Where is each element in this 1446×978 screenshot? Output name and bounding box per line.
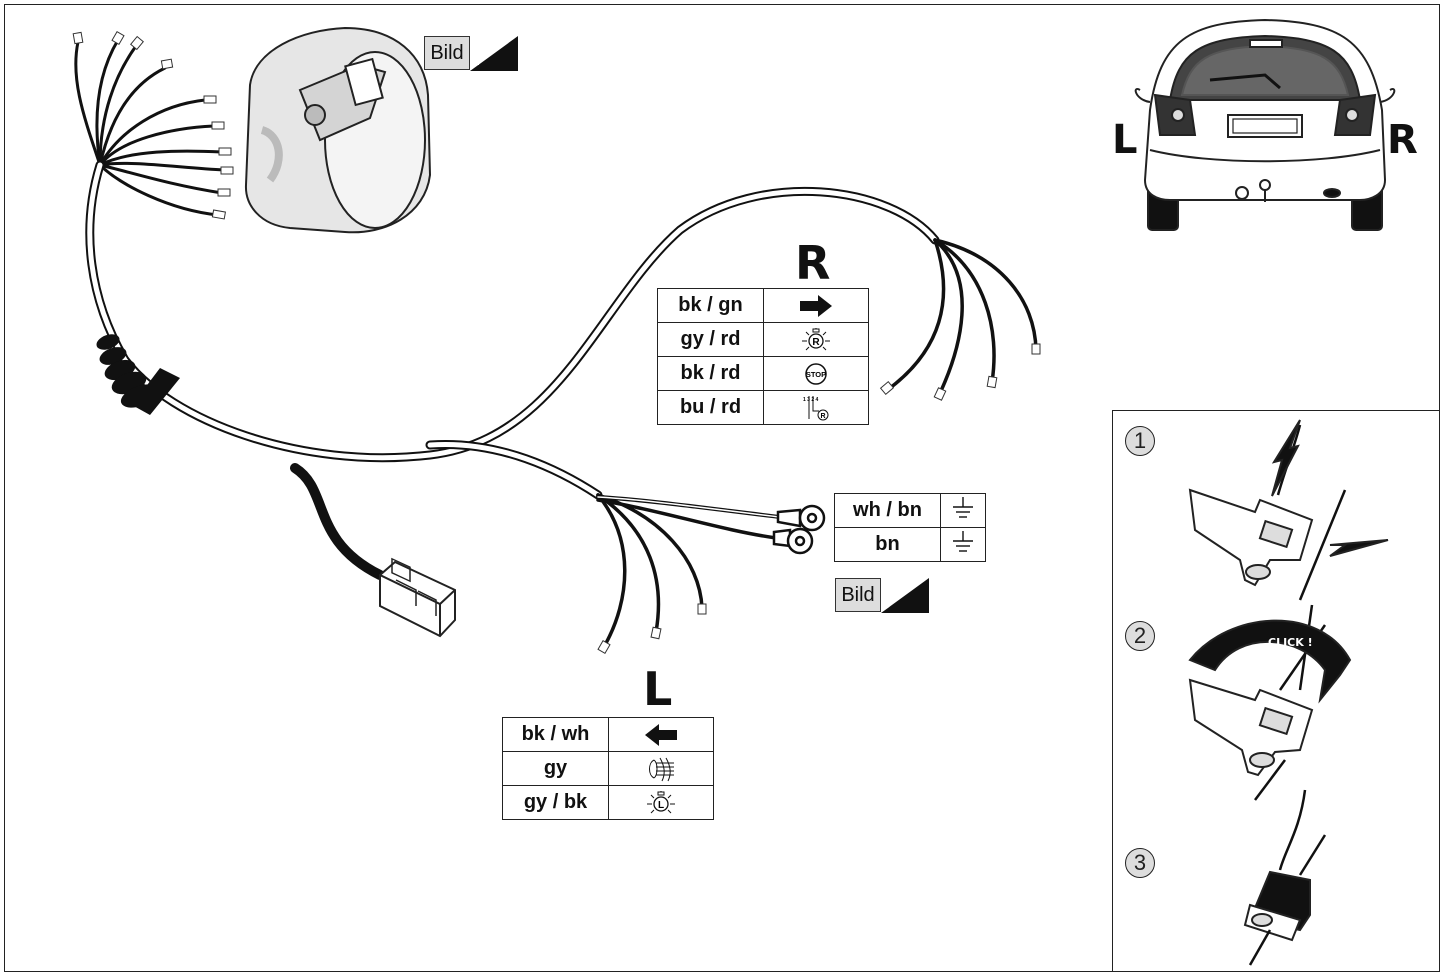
step-2-badge: 2: [1125, 621, 1155, 651]
right-turn-arrow-icon: [763, 288, 869, 323]
step-3-badge: 3: [1125, 848, 1155, 878]
car-right-label: R: [1387, 117, 1418, 163]
right-side-letter: R: [795, 236, 831, 290]
switch-digits: 1 3 2 4: [803, 397, 819, 403]
table-row: bk / wh: [502, 717, 714, 752]
table-row: bk / gn: [657, 288, 869, 323]
car-rear-illustration: [1134, 18, 1396, 231]
ring-terminals: [772, 504, 826, 555]
wire-color: bu / rd: [657, 390, 764, 425]
right-wires: [888, 238, 1038, 395]
wire-color: bk / gn: [657, 288, 764, 323]
wire-color: bk / rd: [657, 356, 764, 391]
left-turn-arrow-icon: [608, 717, 714, 752]
right-wire-table: bk / gn gy / rd R bk / rd STOP bu / rd R…: [657, 288, 869, 425]
step2-illustration: [1188, 604, 1352, 801]
car-left-label: L: [1112, 117, 1138, 163]
socket-wires: [74, 38, 226, 217]
left-wires: [596, 493, 782, 647]
reverse-switch-icon: R 1 3 2 4: [763, 390, 869, 425]
tail-light-icon: L: [608, 785, 714, 820]
tail-icon-letter: L: [658, 800, 664, 811]
table-row: gy / bk L: [502, 785, 714, 820]
wire-color: gy: [502, 751, 609, 786]
stop-icon-text: STOP: [806, 370, 826, 379]
wire-color: gy / bk: [502, 785, 609, 820]
reverse-light-icon: R: [763, 322, 869, 357]
cable-grommet: [96, 334, 180, 415]
bild-5-number: 5: [884, 595, 892, 610]
stop-light-icon: STOP: [763, 356, 869, 391]
step-1-badge: 1: [1125, 426, 1155, 456]
click-label: CLICK !: [1268, 636, 1313, 649]
step3-illustration: [1243, 789, 1327, 966]
ground-icon: [940, 527, 986, 562]
bild-4-text: Bild: [424, 36, 470, 70]
main-cable: [85, 160, 940, 580]
table-row: bu / rd R 1 3 2 4: [657, 390, 869, 425]
trailer-socket-illustration: [244, 26, 432, 234]
right-wire-tips: [879, 343, 1041, 401]
fog-light-icon: [608, 751, 714, 786]
ground-icon: [940, 493, 986, 528]
wire-color: bk / wh: [502, 717, 609, 752]
mounting-steps-panel: [1112, 410, 1440, 972]
bild-5-text: Bild: [835, 578, 881, 612]
plug-connector-illustration: [379, 557, 456, 638]
step1-illustration: [1188, 419, 1389, 601]
wire-color: wh / bn: [834, 493, 941, 528]
wire-color: gy / rd: [657, 322, 764, 357]
table-row: gy / rd R: [657, 322, 869, 357]
left-wire-table: bk / wh gy gy / bk L: [502, 717, 714, 820]
table-row: wh / bn: [834, 493, 986, 528]
reverse-switch-letter: R: [820, 413, 825, 420]
ground-wire-table: wh / bn bn: [834, 493, 986, 562]
bild-4-number: 4: [473, 53, 481, 68]
wire-color: bn: [834, 527, 941, 562]
table-row: gy: [502, 751, 714, 786]
socket-wire-tips: [72, 30, 234, 220]
reverse-icon-letter: R: [812, 337, 820, 348]
left-side-letter: L: [643, 662, 673, 716]
table-row: bk / rd STOP: [657, 356, 869, 391]
left-wire-tips: [597, 603, 707, 655]
table-row: bn: [834, 527, 986, 562]
